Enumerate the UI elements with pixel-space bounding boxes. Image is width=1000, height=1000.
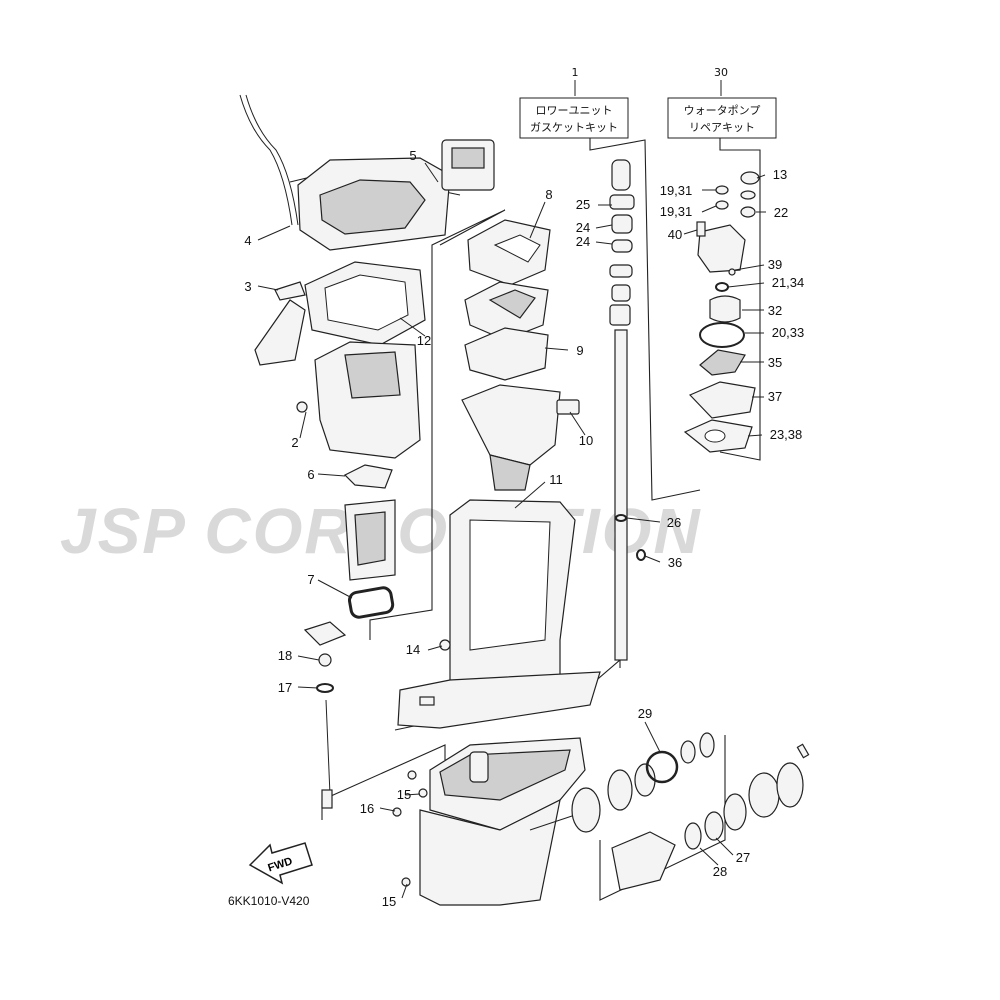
part-3-bracket — [254, 281, 306, 366]
callout-11: 11 — [549, 472, 563, 487]
callout-23-38: 23,38 — [770, 427, 803, 442]
callout-16: 16 — [360, 801, 374, 816]
gasket-9 — [464, 327, 549, 381]
water-pump-parts — [683, 171, 760, 453]
callout-7: 7 — [307, 572, 314, 587]
callout-21-34: 21,34 — [772, 275, 805, 290]
callout-12: 12 — [417, 333, 431, 348]
callout-20-33: 20,33 — [772, 325, 805, 340]
callout-2: 2 — [291, 435, 298, 450]
callout-4: 4 — [244, 233, 251, 248]
callout-9: 9 — [576, 343, 583, 358]
gear-set — [571, 732, 810, 891]
callout-5: 5 — [409, 148, 416, 163]
kit-label-line2: ガスケットキット — [530, 121, 618, 134]
callout-14: 14 — [406, 642, 420, 657]
callout-40: 40 — [668, 227, 682, 242]
callout-35: 35 — [768, 355, 782, 370]
fwd-arrow-icon: FWD — [248, 842, 313, 885]
callout-39: 39 — [768, 257, 782, 272]
kit-label-line2: リペアキット — [689, 121, 755, 134]
callout-10: 10 — [579, 433, 593, 448]
callout-6: 6 — [307, 467, 314, 482]
callout-36: 36 — [668, 555, 682, 570]
kit-box-lower-unit-gasket: 1 ロワーユニット ガスケットキット — [519, 66, 629, 139]
plate-middle — [464, 281, 549, 341]
kit-number-30: 30 — [714, 66, 728, 79]
gasket-8 — [467, 219, 551, 286]
callout-3: 3 — [244, 279, 251, 294]
muffler-assembly — [344, 499, 396, 581]
kit-box-water-pump-repair: 30 ウォータポンプ リペアキット — [667, 66, 777, 139]
exhaust-manifold — [461, 384, 580, 491]
gasket-12 — [304, 261, 426, 346]
callout-37: 37 — [768, 389, 782, 404]
shift-rod-group — [303, 621, 347, 809]
drive-shaft — [609, 159, 646, 661]
callout-27: 27 — [736, 850, 750, 865]
callout-8: 8 — [545, 187, 552, 202]
callout-29: 29 — [638, 706, 652, 721]
callout-24-a: 24 — [576, 220, 590, 235]
plate-6 — [343, 464, 393, 489]
fasteners — [392, 770, 428, 887]
callout-22: 22 — [774, 205, 788, 220]
leader-lines — [257, 162, 766, 899]
callout-32: 32 — [768, 303, 782, 318]
callout-28: 28 — [713, 864, 727, 879]
kit-label-line1: ロワーユニット — [536, 104, 613, 117]
callout-17: 17 — [278, 680, 292, 695]
callouts: 2 3 4 5 6 7 8 9 10 11 12 13 14 15 15 16 … — [244, 148, 804, 909]
upper-casing — [397, 499, 601, 729]
callout-18: 18 — [278, 648, 292, 663]
callout-26: 26 — [667, 515, 681, 530]
upper-case — [296, 341, 421, 459]
lower-unit — [419, 737, 586, 906]
callout-19-31-a: 19,31 — [660, 183, 693, 198]
kit-number-1: 1 — [572, 66, 579, 79]
kit-label-line1: ウォータポンプ — [684, 104, 761, 117]
diagram-code: 6KK1010-V420 — [228, 894, 310, 908]
callout-19-31-b: 19,31 — [660, 204, 693, 219]
callout-25: 25 — [576, 197, 590, 212]
exhaust-guide-assembly — [239, 94, 495, 251]
callout-24-b: 24 — [576, 234, 590, 249]
callout-15-upper: 15 — [397, 787, 411, 802]
callout-15-lower: 15 — [382, 894, 396, 909]
seal-7 — [348, 586, 395, 619]
callout-13: 13 — [773, 167, 787, 182]
